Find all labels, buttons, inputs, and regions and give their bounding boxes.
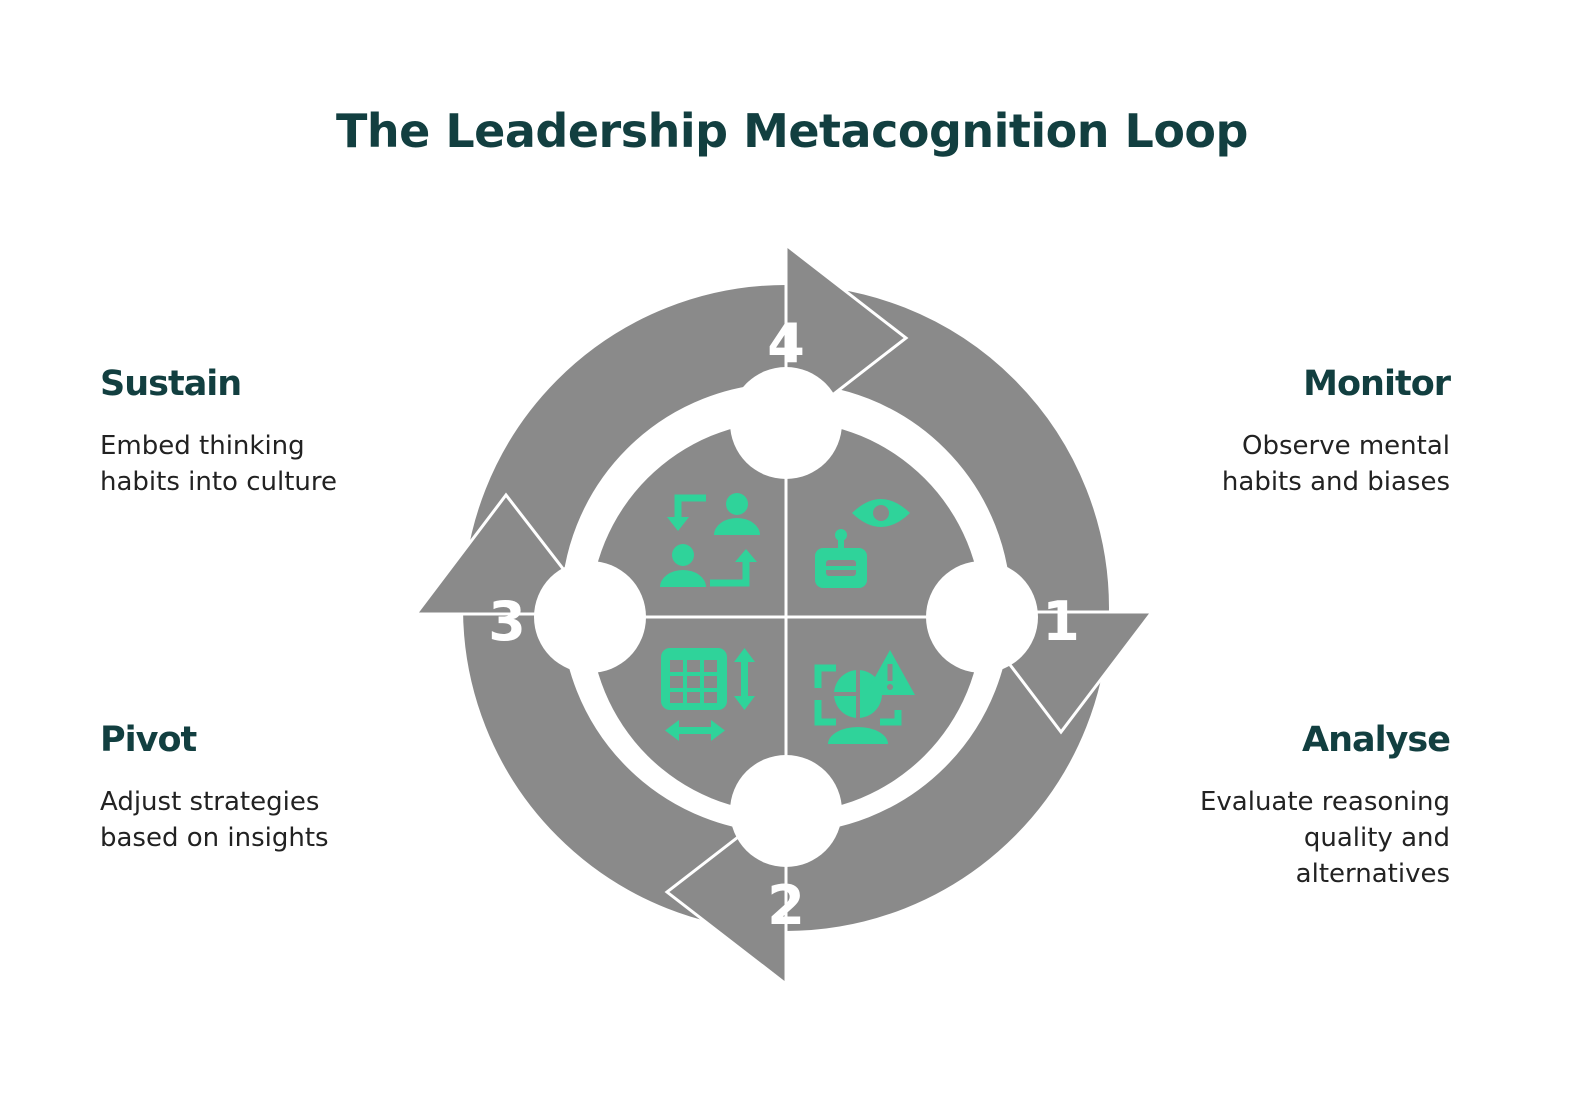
step-analyse: Analyse Evaluate reasoning quality and a… xyxy=(1090,718,1451,892)
step-sustain-description: Embed thinking habits into culture xyxy=(100,431,337,497)
step-pivot-heading: Pivot xyxy=(100,720,197,760)
people-exchange-icon xyxy=(660,493,760,587)
table-resize-icon xyxy=(661,648,755,741)
step-monitor-heading: Monitor xyxy=(1303,364,1451,404)
robot-eye-icon xyxy=(815,499,910,588)
step-monitor-description: Observe mental habits and biases xyxy=(1221,431,1450,497)
step-number-1: 1 xyxy=(1042,590,1080,653)
step-number-2: 2 xyxy=(767,874,805,937)
step-number-3: 3 xyxy=(488,590,526,653)
step-pivot-description: Adjust strategies based on insights xyxy=(100,787,329,853)
step-sustain: Sustain Embed thinking habits into cultu… xyxy=(100,362,460,500)
step-number-4: 4 xyxy=(767,312,805,375)
step-analyse-heading: Analyse xyxy=(1301,720,1451,760)
page-title: The Leadership Metacognition Loop xyxy=(336,104,1248,158)
step-sustain-heading: Sustain xyxy=(100,364,242,404)
step-analyse-description: Evaluate reasoning quality and alternati… xyxy=(1199,787,1450,889)
step-pivot: Pivot Adjust strategies based on insight… xyxy=(100,718,460,856)
chart-alert-icon xyxy=(814,650,915,744)
step-monitor: Monitor Observe mental habits and biases xyxy=(1090,362,1451,500)
